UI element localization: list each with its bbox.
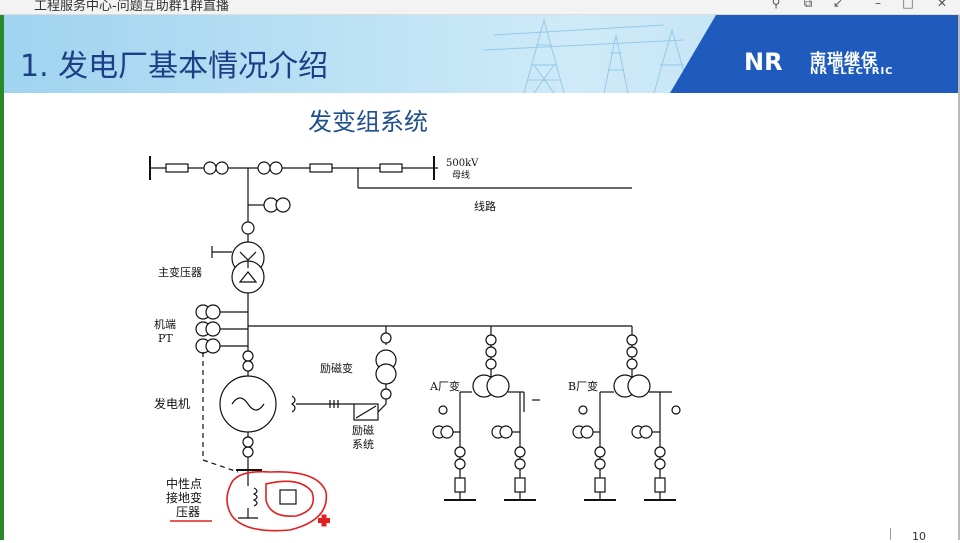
popout-icon[interactable]: ⧉ [803, 0, 813, 10]
logo-panel [670, 15, 958, 93]
window-title: 工程服务中心-问题互助群1群直播 [34, 0, 229, 14]
page-number: 10 [912, 530, 926, 543]
footer-divider [890, 528, 891, 540]
diagram-title: 发变组系统 [308, 108, 428, 136]
minimize-icon[interactable]: – [875, 0, 881, 10]
label-neutral-2: 接地变 [166, 490, 202, 505]
window-titlebar: 工程服务中心-问题互助群1群直播 ⚲ ⧉ ↙ – □ ✕ [0, 0, 960, 15]
label-main-transformer: 主变压器 [158, 265, 202, 279]
tower-graphic [483, 18, 691, 93]
red-cursor-icon [318, 514, 330, 527]
label-aux-b: B厂变 [568, 379, 598, 393]
label-excitation-system-1: 励磁 [352, 424, 374, 437]
label-terminal-pt-2: PT [158, 332, 173, 345]
label-neutral-1: 中性点 [166, 476, 202, 491]
collapse-icon[interactable]: ↙ [832, 0, 844, 10]
maximize-icon[interactable]: □ [902, 0, 914, 10]
label-terminal-pt-1: 机端 [154, 317, 176, 331]
label-neutral-3: 压器 [176, 505, 200, 519]
close-icon[interactable]: ✕ [936, 0, 948, 10]
label-bus-sub: 母线 [452, 169, 470, 181]
label-excitation-transformer: 励磁变 [320, 361, 353, 375]
left-accent-bar [0, 15, 4, 540]
label-aux-a: A厂变 [429, 379, 460, 393]
label-bus: 500kV [446, 158, 479, 169]
slide-heading: 1. 发电厂基本情况介绍 [20, 49, 329, 84]
right-scroll-edge [958, 15, 960, 540]
label-line: 线路 [474, 199, 496, 213]
label-generator: 发电机 [154, 396, 190, 411]
slide-banner: 1. 发电厂基本情况介绍 [4, 15, 958, 93]
label-excitation-system-2: 系统 [352, 438, 374, 451]
red-annotation-circle [170, 470, 328, 532]
pin-icon[interactable]: ⚲ [771, 0, 781, 10]
